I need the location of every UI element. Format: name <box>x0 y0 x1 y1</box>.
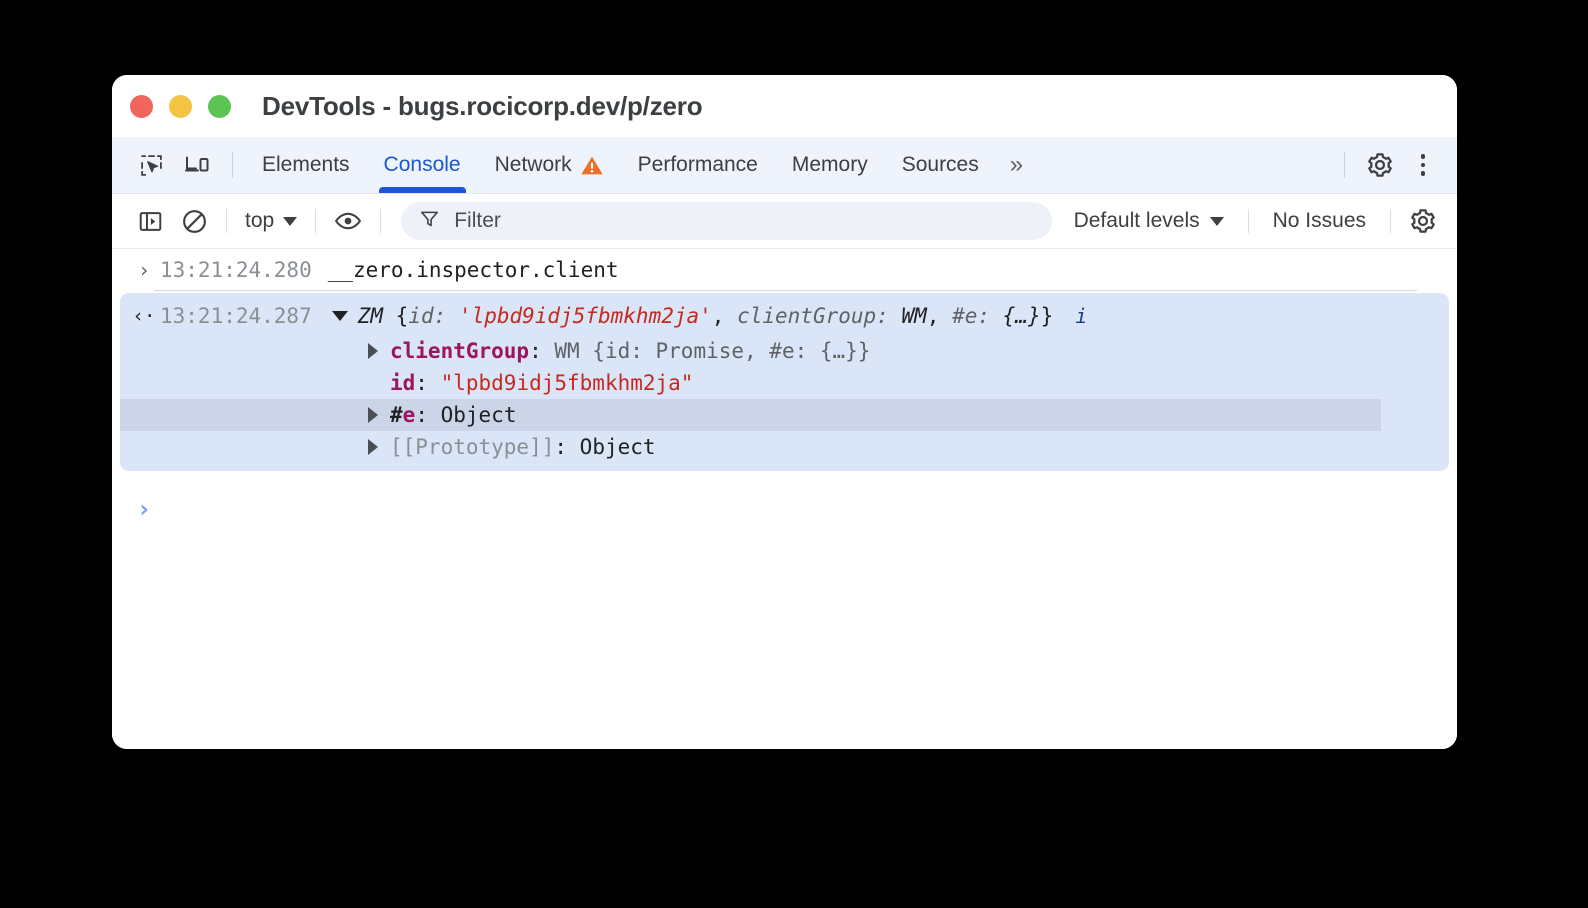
log-levels-selector[interactable]: Default levels <box>1060 209 1238 233</box>
execution-context-selector[interactable]: top <box>237 209 305 233</box>
tab-console-label: Console <box>383 153 461 176</box>
console-toolbar-divider-4 <box>1247 209 1249 233</box>
expand-toggle-icon[interactable] <box>368 439 378 455</box>
traffic-light-buttons <box>130 94 231 118</box>
info-icon[interactable]: i <box>1075 304 1088 328</box>
clear-console-icon[interactable] <box>172 202 216 240</box>
tab-console[interactable]: Console <box>367 137 478 193</box>
tab-memory[interactable]: Memory <box>775 137 885 193</box>
property-value: Object <box>579 435 656 459</box>
chevron-down-icon <box>283 216 298 226</box>
console-toolbar-divider-2 <box>315 209 317 233</box>
device-toolbar-icon[interactable] <box>174 145 220 185</box>
console-toolbar-divider-3 <box>380 209 382 233</box>
preview-key-e: #e <box>952 304 978 328</box>
console-sidebar-icon[interactable] <box>128 202 172 240</box>
tab-network[interactable]: Network <box>478 137 621 193</box>
expand-toggle-icon[interactable] <box>368 343 378 359</box>
inspect-element-icon[interactable] <box>128 145 174 185</box>
preview-open-brace: { <box>395 304 409 328</box>
log-levels-label: Default levels <box>1073 209 1200 232</box>
property-row-clientgroup[interactable]: clientGroup : WM {id: Promise, #e: {…}} <box>120 335 1449 367</box>
tab-elements-label: Elements <box>262 153 350 176</box>
result-constructor-name: ZM <box>357 304 384 328</box>
tabbar-divider <box>232 152 233 178</box>
expand-toggle-icon[interactable] <box>331 311 348 321</box>
property-key: [[Prototype]] <box>390 435 555 459</box>
window-titlebar: DevTools - bugs.rocicorp.dev/p/zero <box>112 75 1457 137</box>
preview-value-clientgroup: WM <box>901 304 927 328</box>
preview-sep-0: : <box>433 304 459 328</box>
devtools-tabbar: Elements Console Network Performance Mem… <box>112 137 1457 194</box>
gear-icon[interactable] <box>1357 145 1403 185</box>
console-prompt-row[interactable]: › <box>112 487 1457 531</box>
maximize-window-button[interactable] <box>208 94 231 118</box>
property-key: clientGroup <box>390 339 530 363</box>
property-row-e[interactable]: #e : Object <box>120 399 1381 431</box>
minimize-window-button[interactable] <box>169 94 192 118</box>
devtools-window: DevTools - bugs.rocicorp.dev/p/zero Elem… <box>112 75 1457 749</box>
property-row-prototype[interactable]: [[Prototype]] : Object <box>120 431 1449 463</box>
window-title: DevTools - bugs.rocicorp.dev/p/zero <box>262 90 703 121</box>
result-marker-icon: ‹· <box>132 305 156 327</box>
more-tabs-chevron-icon[interactable]: » <box>1009 151 1023 178</box>
preview-value-id: 'lpbd9idj5fbmkhm2ja' <box>458 304 712 328</box>
tabbar-right-divider <box>1344 152 1345 178</box>
preview-close-brace: } <box>1040 304 1054 328</box>
command-text: __zero.inspector.client <box>327 257 619 282</box>
command-timestamp: 13:21:24.280 <box>160 257 312 282</box>
property-value: Object <box>440 403 517 427</box>
property-value: WM {id: Promise, #e: {…}} <box>554 339 871 363</box>
chevron-down-icon <box>1209 216 1224 226</box>
command-marker-icon: › <box>137 257 151 282</box>
eye-icon[interactable] <box>326 202 370 240</box>
console-result-block[interactable]: ‹· 13:21:24.287 ZM { id : 'lpbd9idj5fbmk… <box>120 293 1449 471</box>
issues-counter[interactable]: No Issues <box>1272 209 1366 232</box>
prompt-chevron-icon: › <box>136 495 152 523</box>
network-warning-icon <box>580 154 604 176</box>
filter-input[interactable] <box>452 208 1034 234</box>
console-message-list[interactable]: › 13:21:24.280 __zero.inspector.client ‹… <box>112 249 1457 749</box>
preview-sep-1: : <box>876 304 902 328</box>
tab-sources[interactable]: Sources <box>885 137 996 193</box>
result-timestamp: 13:21:24.287 <box>160 304 312 328</box>
tab-performance[interactable]: Performance <box>621 137 775 193</box>
property-key: id <box>390 371 416 395</box>
property-key: e <box>402 403 416 427</box>
tabbar-right-controls <box>1332 145 1457 185</box>
preview-key-clientgroup: clientGroup <box>737 304 877 328</box>
console-message-divider <box>154 290 1417 291</box>
filter-icon <box>419 208 440 234</box>
filter-box[interactable] <box>401 202 1052 240</box>
tab-elements[interactable]: Elements <box>245 137 367 193</box>
execution-context-label: top <box>245 209 275 232</box>
close-window-button[interactable] <box>130 94 153 118</box>
tab-memory-label: Memory <box>791 153 868 176</box>
property-key-hash: # <box>390 403 403 427</box>
result-header-row[interactable]: ‹· 13:21:24.287 ZM { id : 'lpbd9idj5fbmk… <box>120 297 1449 335</box>
preview-value-e: {…} <box>1002 304 1041 328</box>
console-settings-gear-icon[interactable] <box>1401 202 1445 240</box>
property-value: "lpbd9idj5fbmkhm2ja" <box>440 371 694 395</box>
property-row-id[interactable]: id : "lpbd9idj5fbmkhm2ja" <box>390 371 694 395</box>
tab-performance-label: Performance <box>637 153 758 176</box>
preview-key-id: id <box>408 304 434 328</box>
tab-network-label: Network <box>494 153 572 176</box>
console-toolbar-divider-1 <box>226 209 227 233</box>
console-toolbar: top Default levels No Issues <box>112 194 1457 249</box>
tab-sources-label: Sources <box>901 153 979 176</box>
console-toolbar-divider-5 <box>1390 209 1391 233</box>
console-command-row[interactable]: › 13:21:24.280 __zero.inspector.client <box>112 249 1457 290</box>
kebab-menu-icon[interactable] <box>1403 145 1443 185</box>
preview-sep-2: : <box>977 304 1003 328</box>
expand-toggle-icon[interactable] <box>368 407 378 423</box>
